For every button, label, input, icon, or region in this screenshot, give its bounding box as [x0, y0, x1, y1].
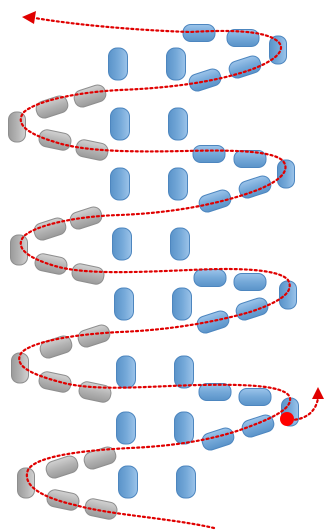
- helix-segments: [8, 24, 299, 520]
- blue-strand-segment: [193, 269, 227, 287]
- exit-path-line: [288, 396, 320, 422]
- gray-strand-segment: [84, 498, 118, 520]
- gray-strand-segment: [10, 234, 28, 266]
- red-dot-icon: [280, 412, 294, 426]
- blue-strand-segment: [198, 383, 232, 401]
- blue-strand-segment: [201, 427, 235, 451]
- red-dotted-path: [18, 11, 324, 530]
- gray-strand-segment: [38, 129, 72, 151]
- blue-strand-segment: [228, 55, 262, 79]
- gray-strand-segment: [17, 467, 35, 499]
- blue-strand-segment: [226, 29, 260, 47]
- dotted-path-line: [18, 16, 292, 530]
- gray-strand-segment: [35, 95, 69, 119]
- gray-strand-segment: [73, 84, 107, 108]
- rung-segment: [112, 227, 132, 261]
- blue-strand-segment: [241, 414, 275, 438]
- blue-strand-segment: [269, 35, 287, 65]
- rung-segment: [174, 355, 194, 389]
- rung-segment: [116, 411, 136, 445]
- gray-strand-segment: [77, 324, 111, 348]
- blue-strand-segment: [198, 189, 232, 213]
- blue-strand-segment: [188, 68, 222, 92]
- rung-segment: [114, 287, 134, 321]
- rung-segment: [110, 107, 130, 141]
- blue-strand-segment: [279, 280, 297, 310]
- rung-segment: [116, 355, 136, 389]
- rung-segment: [174, 411, 194, 445]
- rung-segment: [110, 167, 130, 201]
- gray-strand-segment: [33, 217, 67, 241]
- rung-segment: [168, 107, 188, 141]
- blue-strand-segment: [182, 24, 216, 42]
- gray-strand-segment: [46, 489, 80, 511]
- rung-segment: [168, 167, 188, 201]
- gray-strand-segment: [69, 206, 103, 230]
- rung-segment: [170, 227, 190, 261]
- blue-strand-segment: [192, 145, 226, 163]
- arrowhead-up-icon: [312, 387, 324, 399]
- gray-strand-segment: [78, 381, 112, 403]
- gray-strand-segment: [8, 111, 26, 143]
- rung-segment: [118, 465, 138, 499]
- blue-strand-segment: [233, 273, 267, 291]
- blue-strand-segment: [277, 159, 295, 189]
- blue-strand-segment: [238, 175, 272, 199]
- rung-segment: [108, 47, 128, 81]
- rung-segment: [172, 287, 192, 321]
- gray-strand-segment: [45, 455, 79, 479]
- arrowhead-left-icon: [22, 11, 36, 24]
- rung-segment: [176, 465, 196, 499]
- rung-segment: [166, 47, 186, 81]
- gray-strand-segment: [38, 371, 72, 393]
- gray-strand-segment: [71, 263, 105, 285]
- blue-strand-segment: [235, 297, 269, 321]
- blue-strand-segment: [238, 388, 272, 406]
- blue-strand-segment: [233, 150, 267, 168]
